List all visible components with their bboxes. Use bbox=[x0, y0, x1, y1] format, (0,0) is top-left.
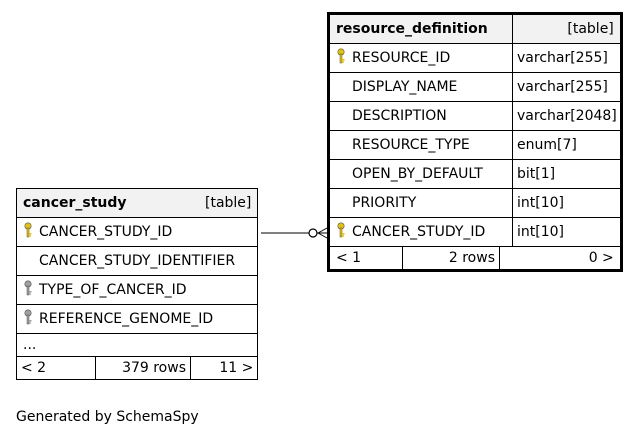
primary-key-icon bbox=[336, 222, 348, 242]
column-cell: DESCRIPTION bbox=[328, 101, 513, 131]
cancer-study-table[interactable]: cancer_study [table] CANCER_STUDY_ID CANC… bbox=[15, 188, 259, 380]
parents-link[interactable]: < 2 bbox=[17, 357, 96, 379]
column-row[interactable]: CANCER_STUDY_ID int[10] bbox=[328, 217, 622, 247]
column-cell: OPEN_BY_DEFAULT bbox=[328, 159, 513, 189]
children-link[interactable]: 11 > bbox=[219, 360, 254, 376]
table-header: cancer_study [table] bbox=[16, 188, 259, 218]
column-row[interactable]: TYPE_OF_CANCER_ID bbox=[15, 275, 259, 305]
column-row[interactable]: DISPLAY_NAME varchar[255] bbox=[328, 72, 622, 102]
column-name: RESOURCE_ID bbox=[352, 50, 451, 66]
table-name[interactable]: resource_definition bbox=[328, 13, 513, 44]
generated-by-credit: Generated by SchemaSpy bbox=[16, 409, 199, 425]
column-type: bit[1] bbox=[512, 159, 622, 189]
column-cell: PRIORITY bbox=[328, 188, 513, 218]
column-type: varchar[2048] bbox=[512, 101, 622, 131]
column-type: varchar[255] bbox=[512, 72, 622, 102]
column-cell: RESOURCE_ID bbox=[328, 43, 513, 73]
column-name: PRIORITY bbox=[352, 195, 417, 211]
column-name: TYPE_OF_CANCER_ID bbox=[39, 282, 187, 298]
column-cell: DISPLAY_NAME bbox=[328, 72, 513, 102]
table-name[interactable]: cancer_study bbox=[16, 188, 199, 218]
column-name: CANCER_STUDY_IDENTIFIER bbox=[39, 253, 236, 269]
column-cell: CANCER_STUDY_ID bbox=[15, 217, 259, 247]
table-footer: < 2 379 rows 11 > bbox=[15, 356, 259, 380]
column-cell: CANCER_STUDY_IDENTIFIER bbox=[15, 246, 259, 276]
column-type: enum[7] bbox=[512, 130, 622, 160]
column-cell: TYPE_OF_CANCER_ID bbox=[15, 275, 259, 305]
column-name: CANCER_STUDY_ID bbox=[352, 224, 486, 240]
row-count: 2 rows bbox=[402, 247, 500, 269]
column-row[interactable]: REFERENCE_GENOME_ID bbox=[15, 304, 259, 334]
parents-link[interactable]: < 1 bbox=[330, 247, 403, 269]
more-columns-row: ... bbox=[15, 333, 259, 357]
more-columns: ... bbox=[15, 333, 259, 357]
primary-key-icon bbox=[336, 48, 348, 68]
column-type: int[10] bbox=[512, 188, 622, 218]
primary-key-icon bbox=[23, 222, 35, 242]
column-row[interactable]: CANCER_STUDY_ID bbox=[15, 217, 259, 247]
column-type: varchar[255] bbox=[512, 43, 622, 73]
table-header: resource_definition [table] bbox=[328, 13, 622, 44]
column-row[interactable]: DESCRIPTION varchar[2048] bbox=[328, 101, 622, 131]
column-row[interactable]: RESOURCE_TYPE enum[7] bbox=[328, 130, 622, 160]
column-cell: CANCER_STUDY_ID bbox=[328, 217, 513, 247]
column-name: DESCRIPTION bbox=[352, 108, 447, 124]
table-kind: [table] bbox=[199, 188, 259, 218]
foreign-key-icon bbox=[23, 280, 35, 300]
column-name: RESOURCE_TYPE bbox=[352, 137, 470, 153]
column-row[interactable]: PRIORITY int[10] bbox=[328, 188, 622, 218]
column-row[interactable]: CANCER_STUDY_IDENTIFIER bbox=[15, 246, 259, 276]
foreign-key-icon bbox=[23, 309, 35, 329]
children-link[interactable]: 0 > bbox=[588, 250, 614, 266]
column-cell: RESOURCE_TYPE bbox=[328, 130, 513, 160]
column-name: OPEN_BY_DEFAULT bbox=[352, 166, 483, 182]
column-name: CANCER_STUDY_ID bbox=[39, 224, 173, 240]
column-name: DISPLAY_NAME bbox=[352, 79, 458, 95]
table-kind: [table] bbox=[512, 13, 622, 44]
column-cell: REFERENCE_GENOME_ID bbox=[15, 304, 259, 334]
row-count: 379 rows bbox=[95, 357, 191, 379]
column-row[interactable]: OPEN_BY_DEFAULT bit[1] bbox=[328, 159, 622, 189]
column-name: REFERENCE_GENOME_ID bbox=[39, 311, 214, 327]
column-type: int[10] bbox=[512, 217, 622, 247]
column-row[interactable]: RESOURCE_ID varchar[255] bbox=[328, 43, 622, 73]
table-footer: < 1 2 rows 0 > bbox=[328, 246, 622, 271]
